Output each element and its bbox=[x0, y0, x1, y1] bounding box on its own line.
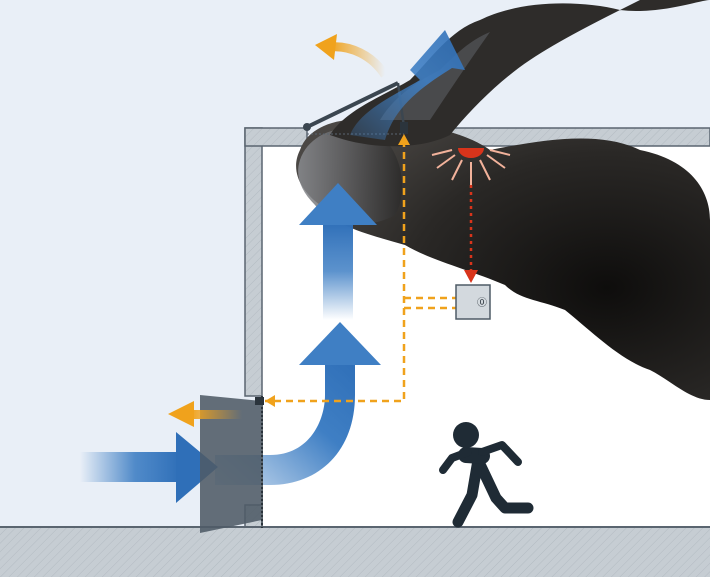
control-line-main bbox=[265, 140, 406, 403]
person-front-leg bbox=[452, 454, 484, 528]
control-panel-icon: ⓪ bbox=[455, 284, 491, 320]
airflow-curve-head bbox=[299, 322, 381, 365]
control-panel-box bbox=[455, 284, 491, 320]
detector-dome bbox=[458, 148, 484, 158]
airflow-inlet-shaft bbox=[80, 452, 180, 482]
control-panel-mark: ⓪ bbox=[477, 297, 487, 309]
opening-direction-arrow-icon bbox=[168, 401, 242, 427]
airflow-vertical-head bbox=[299, 183, 377, 225]
airflow-arrow-icon bbox=[80, 432, 218, 503]
airflow-vertical-shaft bbox=[323, 222, 353, 320]
vent-flap bbox=[306, 81, 399, 129]
airflow-curve-shaft bbox=[215, 360, 355, 485]
detector-rays bbox=[431, 149, 511, 185]
person-head bbox=[453, 422, 479, 448]
person-front-arm bbox=[478, 441, 522, 466]
vent-opening-arrowhead bbox=[315, 34, 337, 60]
detector-signal-arrowhead bbox=[464, 270, 478, 283]
running-person-icon bbox=[439, 422, 534, 528]
opening-direction-arrow-icon bbox=[315, 34, 389, 78]
airflow-arrow-icon bbox=[299, 183, 377, 320]
vent-hinge bbox=[303, 123, 311, 131]
vent-actuator bbox=[400, 122, 408, 134]
door-leaf bbox=[200, 395, 262, 533]
smoke-detector-icon bbox=[431, 148, 511, 283]
airflow-inlet-head bbox=[176, 432, 218, 503]
door-opening-arrowhead bbox=[168, 401, 194, 427]
vent-opening-arc bbox=[329, 42, 389, 78]
control-wiring bbox=[265, 140, 456, 403]
door-actuator bbox=[255, 397, 264, 405]
control-line-arrowhead-door bbox=[265, 395, 275, 407]
floor bbox=[0, 527, 710, 577]
person-rear-leg bbox=[472, 454, 534, 514]
control-line-arrowhead-vent bbox=[398, 134, 410, 145]
roof-left-segment bbox=[244, 127, 308, 147]
airflow-arrow-icon bbox=[215, 322, 381, 485]
person-back-arm bbox=[439, 448, 472, 474]
left-wall-upper bbox=[244, 127, 263, 397]
door-opening-shaft bbox=[190, 410, 242, 419]
airflow-exhaust-arrow bbox=[350, 30, 465, 140]
inlet-door-icon bbox=[200, 395, 264, 533]
airflow-arrow-icon bbox=[350, 30, 465, 140]
